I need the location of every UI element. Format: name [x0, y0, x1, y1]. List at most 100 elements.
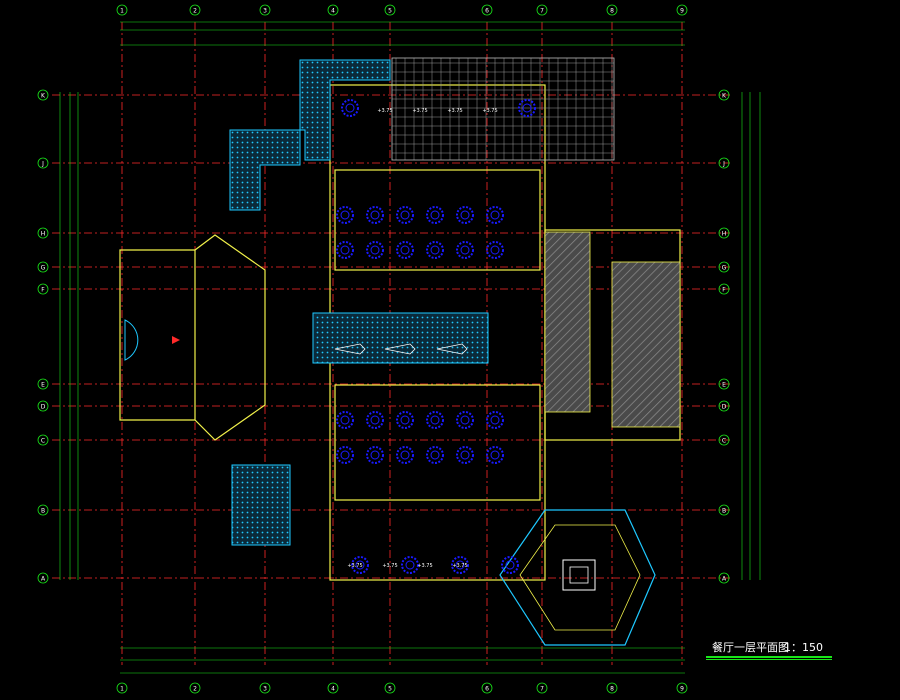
axis-bubble-left-label: E	[41, 382, 45, 389]
axis-bubble-bottom-label: 3	[263, 686, 267, 693]
round-table-top	[430, 210, 440, 220]
room-label-top: +3.75	[377, 108, 392, 114]
title-block: 餐厅一层平面图 1：150	[706, 637, 832, 661]
round-table-seat	[456, 411, 474, 429]
round-table-top	[460, 415, 470, 425]
round-table-seat	[451, 556, 469, 574]
round-table-seat	[518, 99, 536, 117]
axis-bubble-left-label: A	[41, 576, 46, 583]
axis-bubble-right-label: F	[722, 287, 726, 294]
round-table-top	[340, 210, 350, 220]
title-underline	[706, 656, 832, 658]
round-table-top	[370, 210, 380, 220]
axis-bubble-left-circle	[37, 89, 49, 101]
round-table-seat	[426, 411, 444, 429]
round-table-top	[370, 415, 380, 425]
axis-bubble-top-label: 8	[610, 8, 614, 15]
round-table-top	[400, 450, 410, 460]
round-table-top	[370, 245, 380, 255]
axis-bubble-right-circle	[718, 261, 730, 273]
room-label-top: +3.75	[447, 108, 462, 114]
axis-bubble-bottom-label: 6	[485, 686, 489, 693]
round-table-top	[345, 103, 355, 113]
axis-bubble-top-circle	[259, 4, 271, 16]
round-table-seat	[401, 556, 419, 574]
axis-bubble-right-circle	[718, 378, 730, 390]
room-label-top: +3.75	[412, 108, 427, 114]
axis-bubble-left-label: J	[41, 161, 44, 168]
tiled-terrace	[391, 57, 615, 161]
axis-bubble-top-label: 5	[388, 8, 392, 15]
round-table-seat	[341, 99, 359, 117]
round-table-seat	[336, 446, 354, 464]
pool-areas	[229, 59, 489, 546]
axis-bubble-top-circle	[481, 4, 493, 16]
axis-bubble-right-circle	[718, 504, 730, 516]
axis-bubble-bottom-label: 9	[680, 686, 684, 693]
axis-bubble-bottom-label: 1	[120, 686, 124, 693]
round-table-top	[355, 560, 365, 570]
axis-bubble-top-label: 2	[193, 8, 197, 15]
axis-bubble-left-circle	[37, 283, 49, 295]
round-table-seat	[456, 241, 474, 259]
axis-bubble-right-label: G	[722, 265, 727, 272]
axis-bubble-top-label: 6	[485, 8, 489, 15]
round-table-seat	[366, 446, 384, 464]
hexagon-pavilion	[499, 509, 656, 646]
axis-bubble-right-label: D	[722, 404, 727, 411]
round-table-seat	[396, 241, 414, 259]
round-table-top	[400, 210, 410, 220]
axis-bubble-left-label: G	[41, 265, 46, 272]
drawing-scale: 1：150	[784, 641, 823, 654]
room-labels: +3.75+3.75+3.75+3.75+3.75+3.75+3.75+3.75	[347, 108, 497, 569]
round-table-top	[430, 245, 440, 255]
axis-bubble-bottom-label: 8	[610, 686, 614, 693]
axis-bubble-top-circle	[384, 4, 396, 16]
axis-bubble-bottom-circle	[676, 682, 688, 694]
round-table-top	[430, 415, 440, 425]
axis-bubble-right-circle	[718, 434, 730, 446]
axis-bubble-left-circle	[37, 378, 49, 390]
boats	[334, 343, 468, 355]
drawing-title: 餐厅一层平面图	[712, 641, 789, 654]
axis-bubble-bottom-circle	[116, 682, 128, 694]
axis-bubble-left-circle	[37, 400, 49, 412]
axis-bubble-right-circle	[718, 157, 730, 169]
round-table-seat	[486, 411, 504, 429]
axis-bubble-right-circle	[718, 283, 730, 295]
room-label-bottom: +3.75	[382, 563, 397, 569]
round-table-top	[405, 560, 415, 570]
axis-bubble-left-label: C	[41, 438, 45, 445]
round-table-top	[430, 450, 440, 460]
axis-bubble-left-circle	[37, 434, 49, 446]
round-table-seat	[366, 411, 384, 429]
round-table-seat	[366, 241, 384, 259]
round-table-top	[490, 415, 500, 425]
axis-bubble-right-circle	[718, 400, 730, 412]
axis-bubble-left-circle	[37, 157, 49, 169]
axis-bubble-right-label: A	[722, 576, 727, 583]
round-table-seat	[426, 241, 444, 259]
round-table-top	[490, 450, 500, 460]
axis-bubble-left-label: B	[41, 508, 45, 515]
axis-bubble-top-circle	[189, 4, 201, 16]
round-table-top	[455, 560, 465, 570]
round-table-top	[460, 245, 470, 255]
axis-bubble-top-circle	[676, 4, 688, 16]
axis-bubble-left-circle	[37, 261, 49, 273]
axis-bubble-bottom-label: 4	[331, 686, 335, 693]
round-table-seat	[486, 206, 504, 224]
entrance-marker	[172, 336, 180, 344]
axis-bubble-top-label: 3	[263, 8, 267, 15]
axis-bubble-bottom-label: 5	[388, 686, 392, 693]
round-table-top	[460, 210, 470, 220]
room-label-bottom: +3.75	[347, 563, 362, 569]
round-table-top	[340, 415, 350, 425]
axis-bubble-right-label: K	[722, 93, 727, 100]
round-table-top	[340, 450, 350, 460]
axis-bubble-right-circle	[718, 572, 730, 584]
round-table-seat	[426, 206, 444, 224]
round-table-seat	[351, 556, 369, 574]
round-table-seat	[501, 556, 519, 574]
round-table-top	[400, 245, 410, 255]
